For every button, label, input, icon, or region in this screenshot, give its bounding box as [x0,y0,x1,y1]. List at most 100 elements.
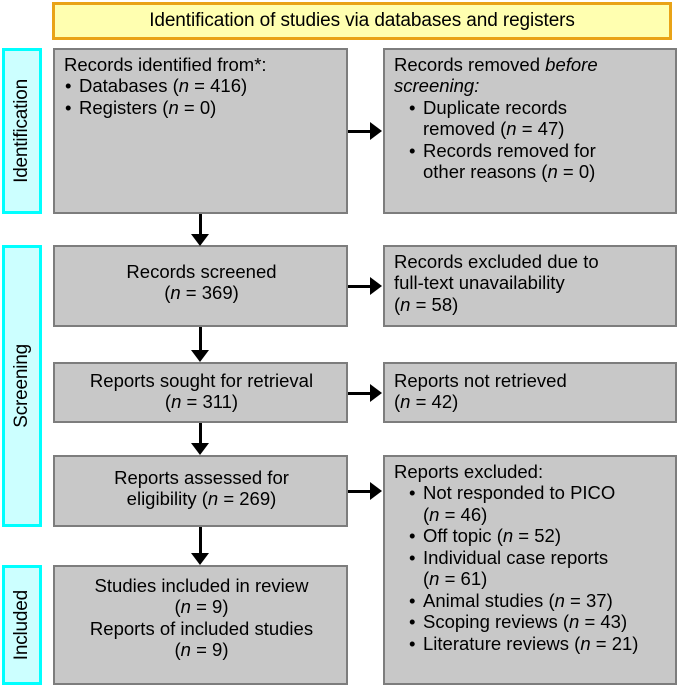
reports-sought-line1: Reports sought for retrieval [89,370,314,391]
n-symbol: n [170,282,181,304]
reports-excluded-list: Not responded to PICO (n = 46) Off topic… [394,482,668,654]
arrow-screened-to-excluded [348,277,383,296]
arrow-identified-to-removed [348,122,383,141]
count-value: = 9) [190,639,229,661]
n-symbol: n [171,391,182,413]
count-value: = 21) [590,632,639,654]
eligibility-label: eligibility ( [126,488,208,510]
paren-open: ( [423,568,430,590]
stage-identification-text: Identification [11,79,32,183]
list-item-value: = 416) [189,75,248,97]
list-item-line1: Animal studies ( [423,589,555,611]
count-value: = 311) [181,391,239,413]
count-value: = 37) [564,589,613,611]
arrow-sought-to-assessed [191,423,210,456]
n-symbol: n [180,596,191,618]
reports-not-retrieved-line2: (n = 42) [394,391,668,412]
banner-label: Identification of studies via databases … [149,10,575,31]
count-value: = 9) [190,596,229,618]
n-symbol: n [580,632,591,654]
records-screened-line2: (n = 369) [64,282,339,303]
paren-open: ( [394,293,401,315]
studies-included-line3: Reports of included studies [89,617,314,639]
records-excluded-line3: (n = 58) [394,294,668,315]
list-item-line2-post: = 47) [516,118,565,140]
records-removed-list: Duplicate records removed (n = 47) Recor… [394,97,668,183]
list-item-line1: Literature reviews ( [423,632,581,654]
list-item: Records removed for other reasons (n = 0… [408,140,668,183]
reports-sought-line2: (n = 311) [64,391,339,412]
studies-included-line4: (n = 9) [64,639,339,660]
stage-label-included: Included [2,565,42,685]
n-symbol: n [502,525,514,547]
list-item-line1: Records removed for [423,139,596,161]
stage-included-text: Included [11,589,32,661]
box-reports-assessed: Reports assessed for eligibility (n = 26… [53,455,348,527]
records-excluded-line1: Records excluded due to [394,251,599,272]
list-item: Individual case reports (n = 61) [408,547,668,590]
records-removed-heading: Records removed before screening: [394,54,668,97]
box-records-removed-before-screening: Records removed before screening: Duplic… [383,48,677,214]
list-item: Databases (n = 416) [64,75,339,97]
arrow-screened-to-sought [191,327,210,363]
reports-not-retrieved-line1: Reports not retrieved [394,370,567,391]
n-symbol: n [168,96,179,118]
records-excluded-line2: full-text unavailability [394,272,565,294]
stage-label-identification: Identification [2,48,42,214]
reports-assessed-line2: eligibility (n = 269) [64,488,339,509]
n-symbol: n [180,639,191,661]
n-symbol: n [178,75,190,97]
count-value: = 58) [410,293,459,315]
count-value: = 269) [218,488,277,510]
count-value: = 61) [439,568,488,590]
paren-open: ( [164,391,172,413]
diagram-banner-title: Identification of studies via databases … [52,2,672,40]
paren-open: ( [423,503,430,525]
count-value: = 43) [579,611,628,633]
count-value: = 46) [439,503,488,525]
n-symbol: n [400,293,411,315]
records-identified-heading: Records identified from*: [64,54,267,75]
arrow-sought-to-not-retrieved [348,384,383,403]
n-symbol: n [506,118,517,140]
count-value: = 42) [410,391,459,413]
box-reports-not-retrieved: Reports not retrieved (n = 42) [383,362,677,423]
paren-open: ( [164,282,171,304]
reports-excluded-heading: Reports excluded: [394,461,544,482]
reports-assessed-line1: Reports assessed for [114,467,289,488]
count-value: = 52) [513,525,561,547]
stage-screening-text: Screening [11,344,32,428]
paren-open: ( [394,391,401,413]
list-item: Literature reviews (n = 21) [408,632,668,655]
count-value: = 369) [180,282,239,304]
list-item-line2-pre: removed ( [423,118,507,140]
records-removed-heading-italic: before screening: [394,54,598,97]
list-item: Scoping reviews (n = 43) [408,611,668,633]
n-symbol: n [207,488,219,510]
arrow-assessed-to-included [191,527,210,566]
records-screened-line1: Records screened [126,261,277,282]
list-item-line2-post: = 0) [557,161,596,183]
box-studies-included: Studies included in review (n = 9) Repor… [53,565,348,685]
studies-included-line2: (n = 9) [64,596,339,617]
list-item: Not responded to PICO (n = 46) [408,482,668,525]
list-item: Duplicate records removed (n = 47) [408,97,668,140]
n-symbol: n [400,391,411,413]
records-identified-list: Databases (n = 416) Registers (n = 0) [64,75,339,118]
studies-included-line1: Studies included in review [94,575,309,596]
n-symbol: n [547,161,558,183]
paren-open: ( [174,639,181,661]
paren-open: ( [174,596,181,618]
box-records-excluded: Records excluded due to full-text unavai… [383,245,677,327]
list-item-line1: Not responded to PICO [423,482,616,504]
list-item-value: = 0) [178,96,217,118]
stage-label-screening: Screening [2,245,42,527]
box-records-screened: Records screened (n = 369) [53,245,348,327]
list-item-line1: Duplicate records [423,96,567,118]
list-item-text: Databases ( [79,75,179,97]
list-item: Registers (n = 0) [64,96,339,119]
n-symbol: n [569,611,580,633]
list-item-line1: Individual case reports [423,546,609,568]
list-item-line1: Scoping reviews ( [423,611,570,633]
